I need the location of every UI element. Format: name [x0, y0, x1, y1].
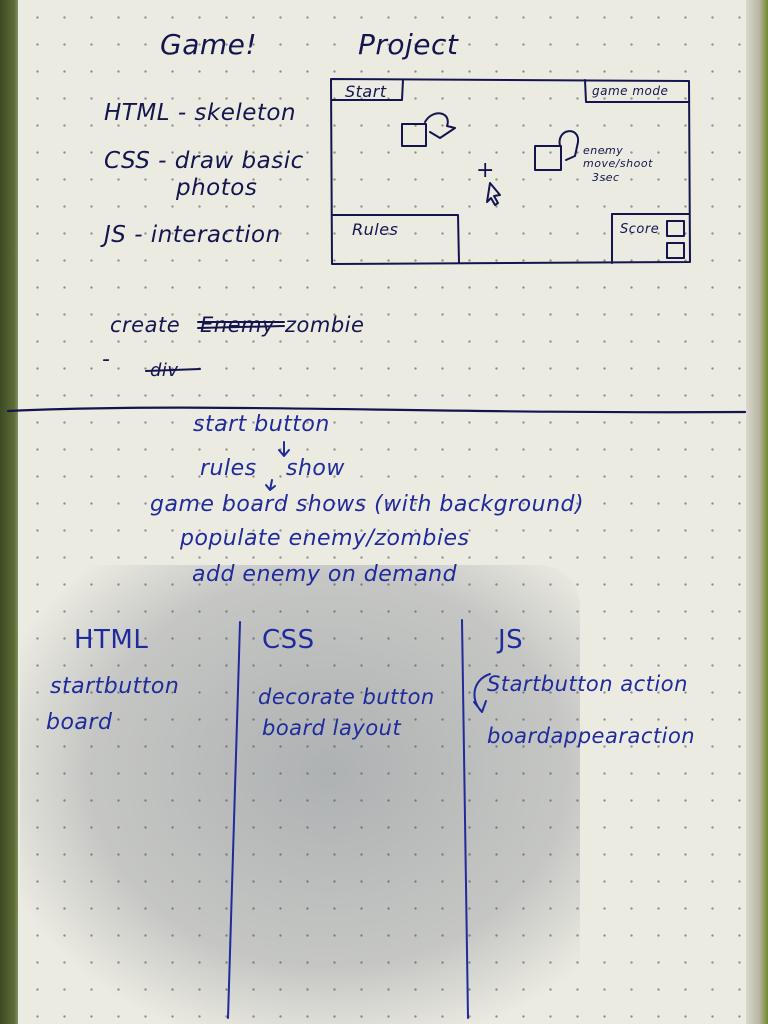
wireframe-start-tab [331, 79, 404, 101]
col-html-item-2: board [46, 710, 113, 735]
col-js-item-1: Startbutton action [487, 672, 688, 696]
col-css-heading: CSS [262, 625, 315, 655]
strike-enemy [197, 321, 285, 329]
col-html-heading: HTML [74, 625, 149, 655]
column-divider-2 [461, 619, 469, 1019]
plan-css: CSS - draw basic [104, 148, 304, 174]
cursor-arrow [486, 182, 501, 206]
page-stack-edge [746, 0, 768, 1024]
score-box-2 [666, 242, 685, 259]
score-box-1 [666, 220, 685, 237]
plan-html: HTML - skeleton [104, 100, 297, 126]
struck-enemy: Enemy [200, 313, 275, 337]
js-bracket-arrow [473, 673, 491, 713]
wireframe-gamemode-label: game mode [592, 84, 669, 98]
wireframe-board [330, 78, 691, 265]
flow-game-board: game board shows (with background) [150, 492, 585, 517]
enemy-blob [558, 130, 580, 161]
wireframe-rules-label: Rules [352, 220, 399, 239]
wireframe-score-label: Score [620, 222, 660, 237]
flow-arrow-2 [265, 479, 276, 491]
section-divider [6, 406, 747, 414]
enemy-note-2: move/shoot [583, 157, 653, 170]
wireframe-start-label: Start [345, 82, 387, 101]
enemy-note-1: enemy [583, 144, 624, 157]
zombie-word: zombie [285, 313, 365, 337]
strike-div [145, 368, 201, 372]
wireframe-gamemode-tab [584, 79, 690, 103]
dotted-page [18, 0, 753, 1024]
enemy-square [534, 145, 562, 171]
col-css-item-2: board layout [262, 716, 402, 740]
flow-arrow-1 [278, 441, 290, 457]
wireframe-rules-panel [331, 214, 460, 264]
create-word: create [110, 313, 181, 337]
enemy-note-3: 3sec [592, 171, 620, 184]
col-js-item-2: boardappearaction [487, 724, 696, 748]
title-game: Game! [160, 28, 258, 61]
player-blob [424, 112, 456, 139]
hand-shadow [20, 565, 580, 1024]
flow-add-enemy: add enemy on demand [192, 562, 458, 587]
crosshair-mark: + [476, 158, 495, 183]
flow-rules: rules [200, 456, 257, 481]
column-divider-1 [227, 621, 241, 1019]
dash-mark: - [102, 347, 111, 372]
flow-show: show [286, 456, 345, 481]
col-css-item-1: decorate button [258, 685, 435, 709]
flow-populate: populate enemy/zombies [180, 526, 470, 551]
title-project: Project [358, 28, 459, 61]
flow-start-button: start button [193, 412, 330, 437]
col-js-heading: JS [498, 625, 524, 655]
plan-js: JS - interaction [104, 222, 281, 248]
plan-css-cont: photos [176, 175, 258, 201]
player-square [401, 123, 427, 147]
col-html-item-1: startbutton [50, 674, 180, 699]
